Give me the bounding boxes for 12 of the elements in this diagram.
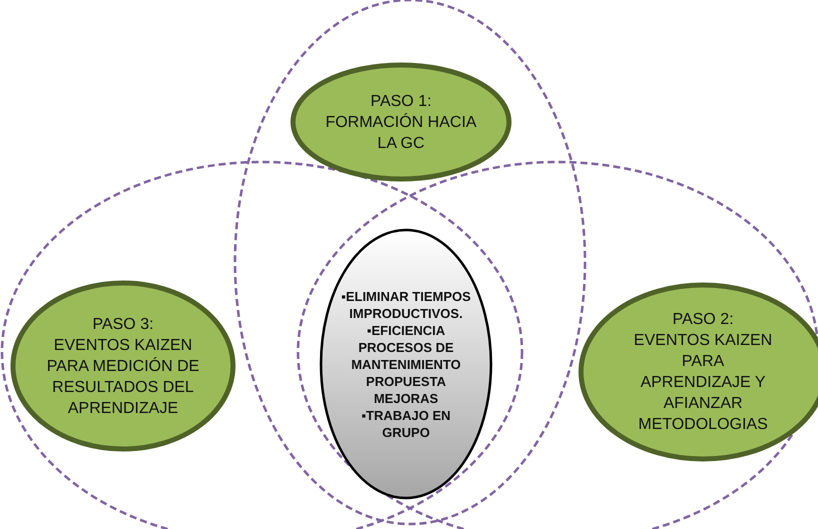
step-heading: PASO 2:	[671, 310, 735, 330]
step-text: FORMACIÓN HACIA LA GC	[324, 112, 478, 154]
step-heading: PASO 3:	[91, 314, 155, 334]
goal-item: ▪ELIMINAR TIEMPOS IMPRODUCTIVOS.	[340, 288, 472, 322]
goal-ellipse	[318, 227, 494, 501]
step-ellipse	[10, 280, 236, 452]
step-text: EVENTOS KAIZEN PARA MEDICIÓN DE RESULTADOS DEL APRENDIZAJE	[46, 336, 200, 418]
goal-item: ▪EFICIENCIA PROCESOS DE MANTENIMIENTO PROPUESTA MEJORAS	[350, 322, 462, 406]
step-text: EVENTOS KAIZEN PARA APRENDIZAJE Y AFIANZAR METODOLOGIAS	[632, 331, 774, 435]
step-heading: PASO 1:	[369, 92, 433, 112]
step-ellipse	[290, 62, 512, 182]
goal-item: ▪TRABAJO EN GRUPO	[360, 406, 452, 440]
